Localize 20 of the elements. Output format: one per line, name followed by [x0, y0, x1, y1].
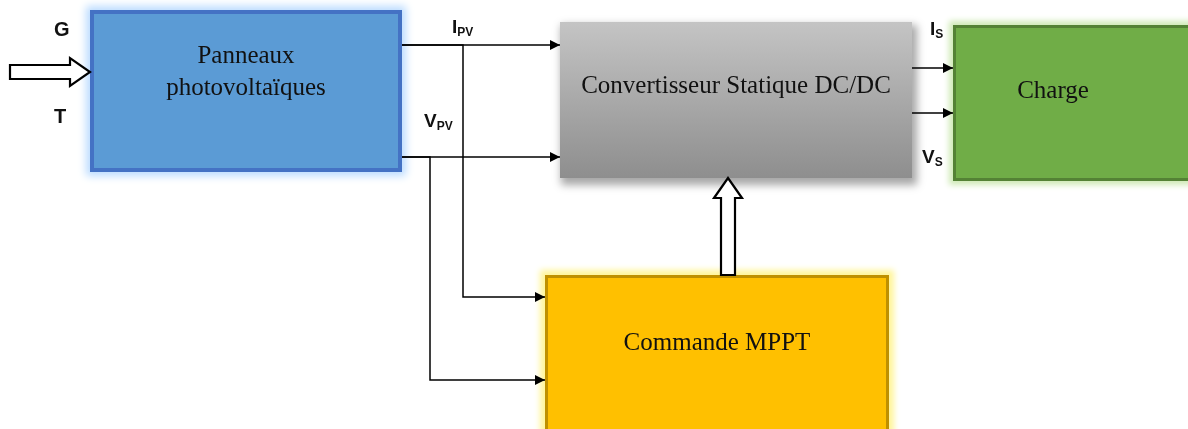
input-label: G: [54, 18, 70, 41]
block-arrow: [8, 55, 92, 89]
arrow: [911, 108, 954, 118]
process-box: [560, 22, 912, 178]
edge-label: I$_{S}$: [930, 18, 944, 41]
block-arrow: [711, 176, 745, 277]
arrow: [911, 63, 954, 73]
box-label: Panneaux photovoltaïques: [165, 39, 327, 102]
process-box: [953, 25, 1188, 181]
box-label: Commande MPPT: [623, 327, 811, 358]
edge-label: V$_{S}$: [922, 146, 943, 169]
arrow: [401, 156, 546, 385]
arrow: [401, 44, 546, 302]
edge-label: I$_{PV}$: [452, 16, 474, 39]
process-box: [545, 275, 889, 429]
box-label: Charge: [1017, 75, 1090, 106]
box-label: Convertisseur Statique DC/DC: [581, 69, 891, 100]
process-box: [90, 10, 402, 172]
input-label: T: [54, 105, 67, 128]
edge-label: V$_{PV}$: [424, 110, 453, 133]
